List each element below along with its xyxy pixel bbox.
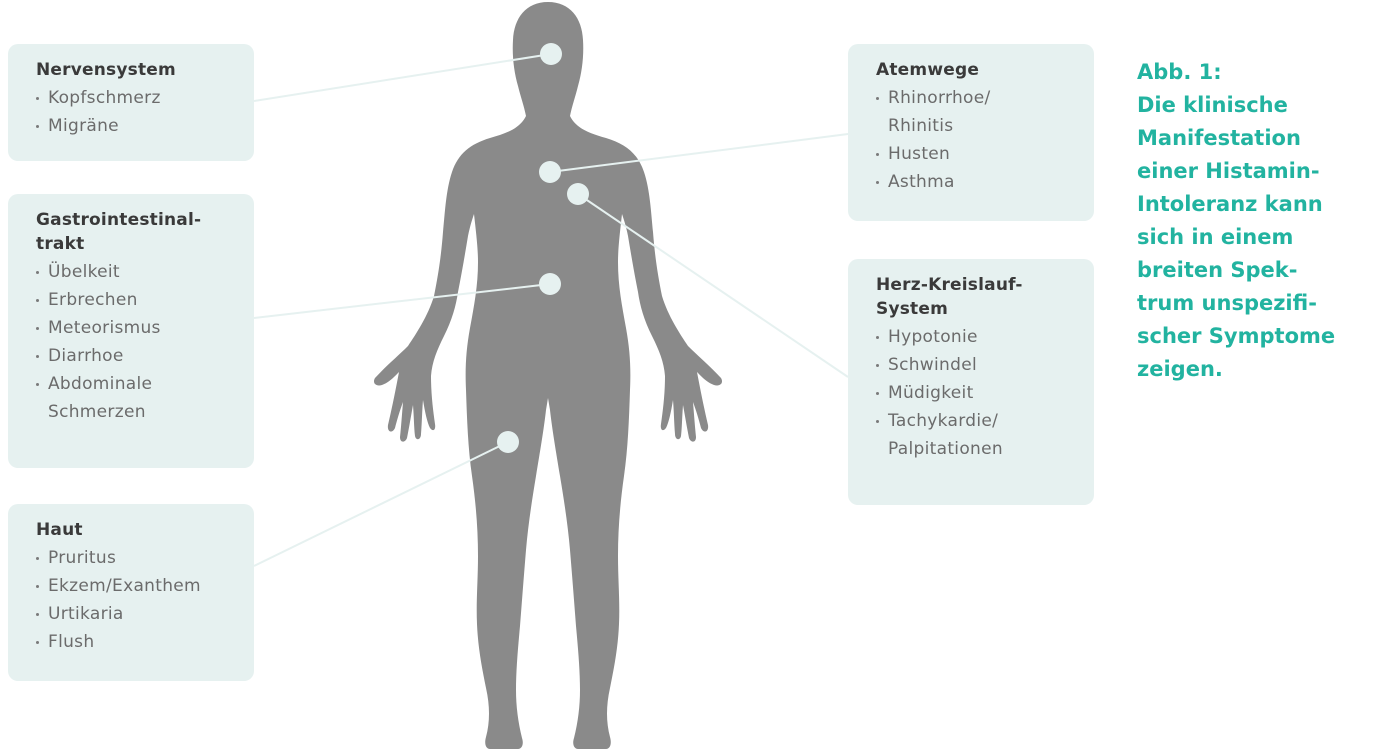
atemwege-title: Atemwege: [876, 58, 1078, 82]
connector-herz: [578, 194, 848, 377]
marker-herz: [567, 183, 589, 205]
list-item: Müdigkeit: [876, 379, 1078, 407]
caption-line: Manifestation: [1137, 122, 1382, 155]
list-item: Urtikaria: [36, 600, 238, 628]
connector-haut: [254, 442, 508, 566]
marker-nervensystem: [540, 43, 562, 65]
marker-atemwege: [539, 161, 561, 183]
list-item-continuation: Palpitationen: [876, 435, 1078, 463]
caption-line: zeigen.: [1137, 353, 1382, 386]
list-item: Migräne: [36, 112, 238, 140]
caption-line: trum unspezifi-: [1137, 287, 1382, 320]
nervensystem-list: Kopfschmerz Migräne: [36, 84, 238, 140]
list-item: Hypotonie: [876, 323, 1078, 351]
connector-gastro: [254, 284, 550, 318]
gastro-box: Gastrointestinal- trakt Übelkeit Erbrech…: [8, 194, 254, 468]
atemwege-list: Rhinorrhoe/ Rhinitis Husten Asthma: [876, 84, 1078, 196]
gastro-title: Gastrointestinal- trakt: [36, 208, 238, 256]
gastro-title-line2: trakt: [36, 234, 84, 254]
list-item: Husten: [876, 140, 1078, 168]
caption-line: sich in einem: [1137, 221, 1382, 254]
haut-box: Haut Pruritus Ekzem/Exanthem Urtikaria F…: [8, 504, 254, 681]
figure-caption: Abb. 1: Die klinische Manifestation eine…: [1137, 56, 1382, 386]
list-item-continuation: Schmerzen: [36, 398, 238, 426]
connector-atemwege: [550, 134, 848, 172]
herz-title-line2: System: [876, 299, 948, 319]
gastro-title-line1: Gastrointestinal-: [36, 210, 201, 230]
gastro-list: Übelkeit Erbrechen Meteorismus Diarrhoe …: [36, 258, 238, 426]
list-item-continuation: Rhinitis: [876, 112, 1078, 140]
nervensystem-box: Nervensystem Kopfschmerz Migräne: [8, 44, 254, 161]
caption-line: Die klinische: [1137, 89, 1382, 122]
list-item: Diarrhoe: [36, 342, 238, 370]
caption-line: einer Histamin-: [1137, 155, 1382, 188]
caption-line: scher Symptome: [1137, 320, 1382, 353]
marker-haut: [497, 431, 519, 453]
atemwege-box: Atemwege Rhinorrhoe/ Rhinitis Husten Ast…: [848, 44, 1094, 221]
caption-line: breiten Spek-: [1137, 254, 1382, 287]
list-item: Kopfschmerz: [36, 84, 238, 112]
list-item: Abdominale: [36, 370, 238, 398]
list-item: Meteorismus: [36, 314, 238, 342]
herz-box: Herz-Kreislauf- System Hypotonie Schwind…: [848, 259, 1094, 505]
list-item: Übelkeit: [36, 258, 238, 286]
caption-line: Abb. 1:: [1137, 56, 1382, 89]
list-item: Erbrechen: [36, 286, 238, 314]
list-item: Tachykardie/: [876, 407, 1078, 435]
herz-list: Hypotonie Schwindel Müdigkeit Tachykardi…: [876, 323, 1078, 463]
list-item: Ekzem/Exanthem: [36, 572, 238, 600]
herz-title-line1: Herz-Kreislauf-: [876, 275, 1023, 295]
haut-list: Pruritus Ekzem/Exanthem Urtikaria Flush: [36, 544, 238, 656]
list-item: Rhinorrhoe/: [876, 84, 1078, 112]
haut-title: Haut: [36, 518, 238, 542]
list-item: Pruritus: [36, 544, 238, 572]
list-item: Asthma: [876, 168, 1078, 196]
connector-nervensystem: [254, 54, 551, 101]
caption-line: Intoleranz kann: [1137, 188, 1382, 221]
list-item: Schwindel: [876, 351, 1078, 379]
nervensystem-title: Nervensystem: [36, 58, 238, 82]
herz-title: Herz-Kreislauf- System: [876, 273, 1078, 321]
list-item: Flush: [36, 628, 238, 656]
marker-gastro: [539, 273, 561, 295]
